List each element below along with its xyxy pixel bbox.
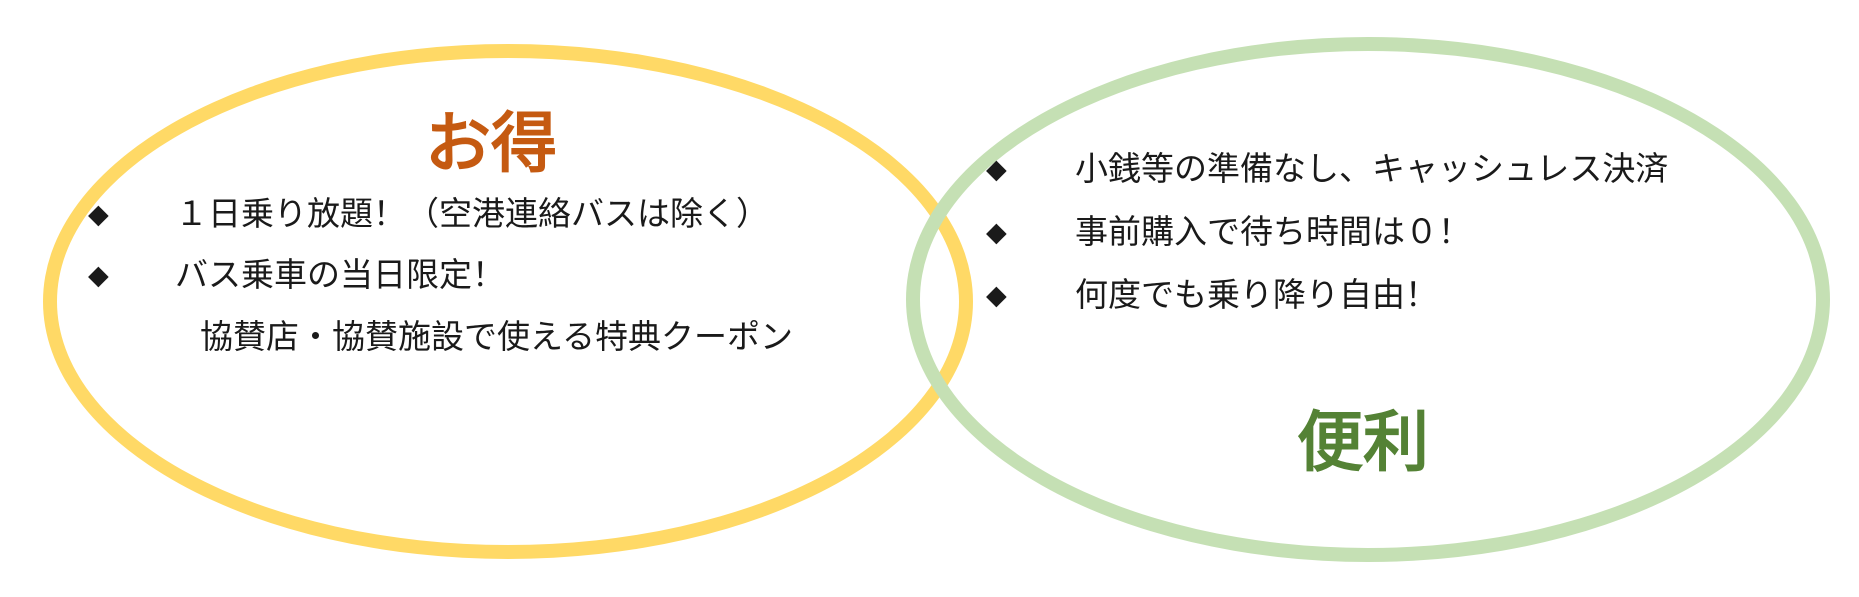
right-item-3-bullet: ◆ [986, 280, 1007, 311]
left-item-2-bullet: ◆ [88, 260, 109, 291]
right-item-1-text: 小銭等の準備なし、キャッシュレス決済 [1075, 149, 1669, 188]
right-item-3-text: 何度でも乗り降り自由！ [1075, 275, 1438, 314]
right-item-2-text: 事前購入で待ち時間は０！ [1075, 212, 1471, 251]
left-item-2-text: バス乗車の当日限定！ [175, 255, 505, 294]
right-title: 便利 [1297, 404, 1429, 481]
left-item-1-bullet: ◆ [88, 199, 109, 230]
left-item-3-text: 協賛店・協賛施設で使える特典クーポン [200, 317, 794, 356]
left-title: お得 [425, 105, 557, 182]
right-item-2-bullet: ◆ [986, 217, 1007, 248]
left-item-1-text: １日乗り放題！（空港連絡バスは除く） [175, 194, 769, 233]
right-item-1-bullet: ◆ [986, 154, 1007, 185]
